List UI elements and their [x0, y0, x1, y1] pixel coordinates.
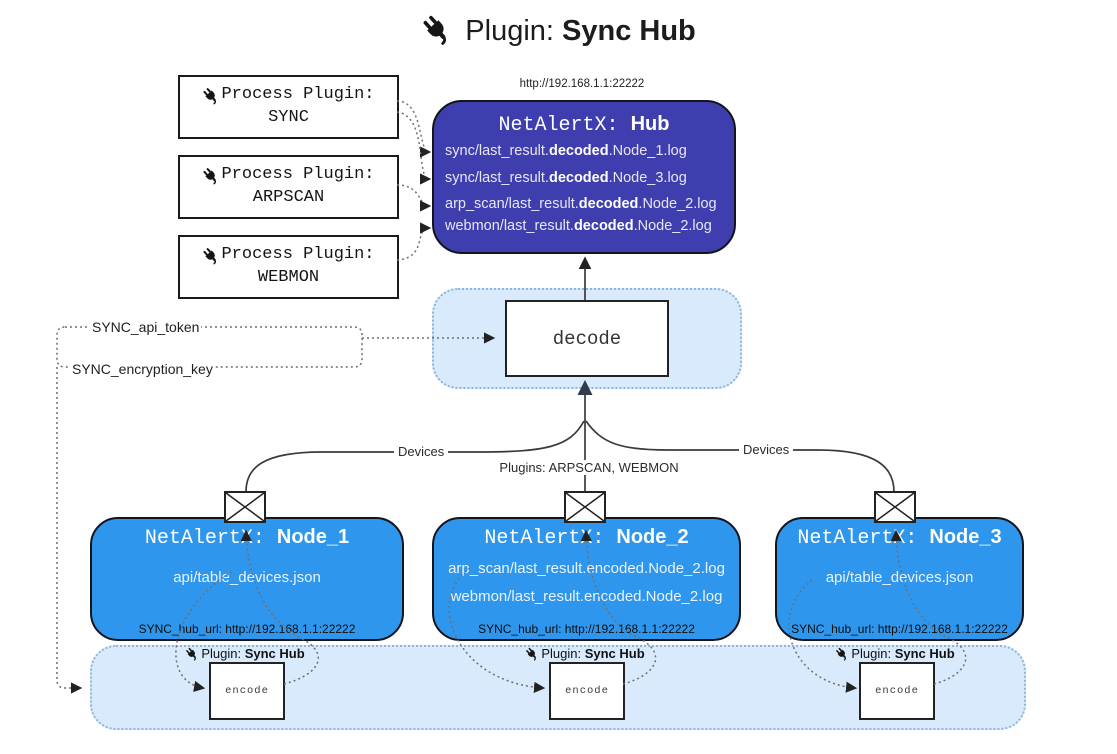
- process-plugin-label: Process Plugin:: [221, 85, 375, 105]
- hub-log-line: webmon/last_result.decoded.Node_2.log: [445, 218, 712, 234]
- sync-api-token-label: SYNC_api_token: [90, 319, 202, 335]
- edge-label-plugins: Plugins: ARPSCAN, WEBMON: [460, 460, 718, 475]
- plug-icon: [525, 647, 539, 661]
- hub-box: NetAlertX: Hub sync/last_result.decoded.…: [432, 100, 736, 254]
- hub-title: NetAlertX: Hub: [434, 111, 734, 139]
- title-name: Sync Hub: [562, 15, 696, 47]
- process-plugin-name: ARPSCAN: [252, 188, 325, 207]
- title-prefix: Plugin:: [465, 15, 554, 47]
- page-title: Plugin: Sync Hub: [0, 14, 1117, 48]
- node-hub-url: SYNC_hub_url: http://192.168.1.1:22222: [791, 622, 1008, 636]
- node-file: api/table_devices.json: [173, 569, 321, 586]
- process-plugin-box-sync: Process Plugin: SYNC: [178, 75, 399, 139]
- encode-box-3: encode: [859, 662, 935, 720]
- decode-box: decode: [505, 300, 669, 377]
- link-arpscan-to-hub: [396, 184, 432, 212]
- process-plugin-row: Process Plugin:: [202, 164, 375, 187]
- encode-box-2: encode: [549, 662, 625, 720]
- process-plugin-name: WEBMON: [257, 268, 320, 287]
- plug-icon: [185, 647, 199, 661]
- process-plugin-box-webmon: Process Plugin: WEBMON: [178, 235, 399, 299]
- edge-label-devices-left: Devices: [394, 444, 449, 459]
- node-box-3: NetAlertX: Node_3 api/table_devices.json…: [775, 517, 1024, 641]
- hub-title-name: Hub: [630, 113, 670, 135]
- process-plugin-name: SYNC: [268, 108, 309, 127]
- hub-title-prefix: NetAlertX:: [498, 114, 619, 137]
- edge-label-devices-right: Devices: [739, 442, 794, 457]
- encode-box-1: encode: [209, 662, 285, 720]
- node-title: NetAlertX: Node_1: [144, 526, 350, 550]
- node-hub-url: SYNC_hub_url: http://192.168.1.1:22222: [478, 622, 695, 636]
- process-plugin-label: Process Plugin:: [221, 165, 375, 185]
- process-plugin-row: Process Plugin:: [202, 244, 375, 267]
- plug-icon: [202, 247, 220, 265]
- process-plugin-box-arpscan: Process Plugin: ARPSCAN: [178, 155, 399, 219]
- node-hub-url: SYNC_hub_url: http://192.168.1.1:22222: [138, 622, 356, 636]
- link-webmon-to-hub: [396, 222, 432, 261]
- token-to-encode-band-link: [56, 367, 83, 694]
- encode-plugin-label-2: Plugin: Sync Hub: [485, 645, 685, 663]
- plug-icon: [835, 647, 849, 661]
- sync-encryption-key-label: SYNC_encryption_key: [70, 361, 215, 377]
- node-title: NetAlertX: Node_2: [484, 526, 689, 550]
- node-box-2: NetAlertX: Node_2 arp_scan/last_result.e…: [432, 517, 741, 641]
- hub-log-line: arp_scan/last_result.decoded.Node_2.log: [445, 196, 717, 212]
- hub-url: http://192.168.1.1:22222: [519, 78, 645, 90]
- plug-icon: [202, 87, 220, 105]
- node-box-1: NetAlertX: Node_1 api/table_devices.json…: [90, 517, 404, 641]
- process-plugin-row: Process Plugin:: [202, 84, 375, 107]
- node-file: arp_scan/last_result.encoded.Node_2.log: [448, 560, 725, 577]
- encode-plugin-label-1: Plugin: Sync Hub: [145, 645, 345, 663]
- node-file: webmon/last_result.encoded.Node_2.log: [450, 588, 723, 605]
- encode-plugin-label-3: Plugin: Sync Hub: [795, 645, 995, 663]
- link-sync-to-hub-node3: [396, 111, 432, 185]
- plug-icon: [421, 14, 453, 46]
- node-file: api/table_devices.json: [825, 569, 974, 586]
- plug-icon: [202, 167, 220, 185]
- hub-log-line: sync/last_result.decoded.Node_1.log: [445, 143, 687, 159]
- node-title: NetAlertX: Node_3: [797, 526, 1002, 550]
- process-plugin-label: Process Plugin:: [221, 245, 375, 265]
- link-sync-to-hub-node1: [396, 100, 432, 158]
- hub-log-line: sync/last_result.decoded.Node_3.log: [445, 170, 687, 186]
